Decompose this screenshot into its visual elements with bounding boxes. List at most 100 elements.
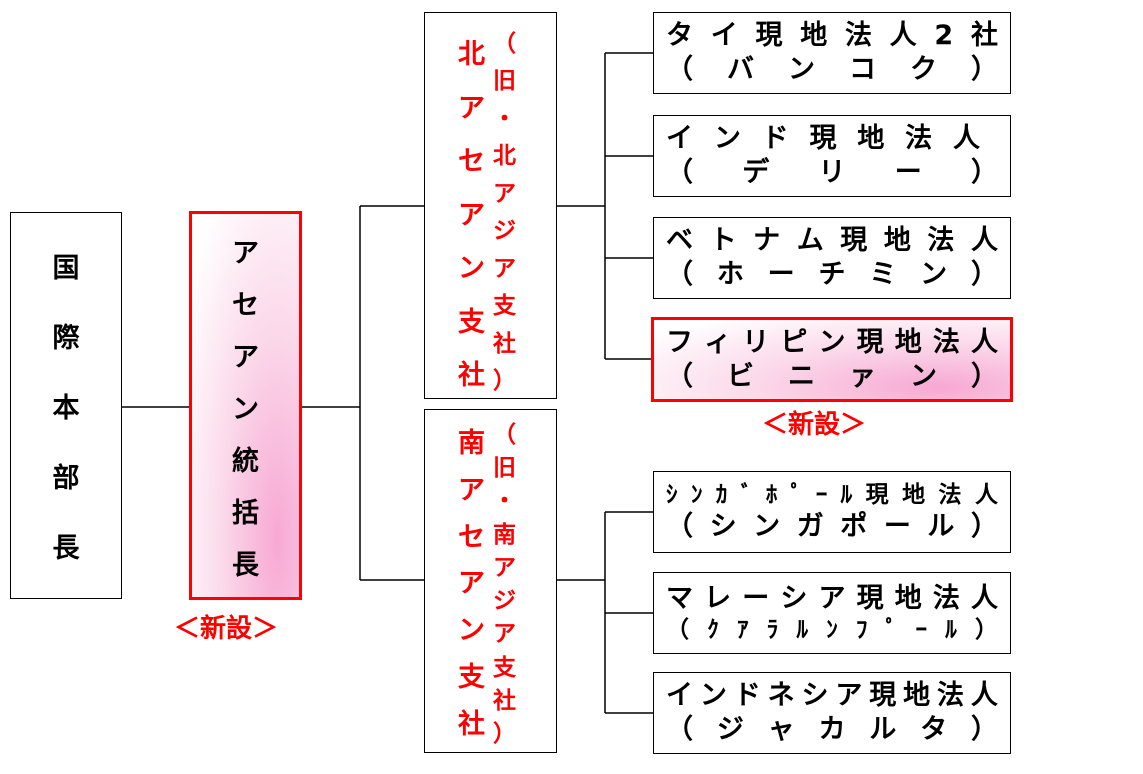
text-char: （ [666, 54, 693, 85]
south-branch-name: 南アセアン支社 [458, 430, 485, 738]
text-char: 現 [840, 225, 868, 257]
vertical-char: 支 [458, 306, 485, 338]
text-char: ニ [788, 360, 815, 392]
text-char: 法 [932, 326, 960, 358]
text-char: タ [666, 20, 693, 52]
subsidiary-indonesia: インドネシア現地法人 （ジャカルタ） [653, 672, 1011, 754]
north-branch-name: 北アセアン支社 [458, 41, 485, 389]
vertical-char: ア [232, 238, 259, 269]
vertical-char: ン [232, 394, 259, 425]
text-char: ネ [767, 680, 795, 712]
text-char: ー [883, 510, 911, 542]
text-char: ガ [796, 510, 824, 542]
text-char: ィ [704, 326, 732, 358]
text-char: 現 [856, 326, 884, 358]
subsidiary-city: （ジャカルタ） [666, 713, 998, 747]
text-char: 法 [844, 20, 872, 52]
text-char: ｰ [815, 481, 828, 508]
text-char: ﾗ [766, 616, 779, 643]
vertical-char: セ [458, 521, 485, 553]
vertical-char: 長 [232, 550, 259, 581]
text-char: 人 [974, 481, 998, 508]
asean-head-new-tag: ＜新設＞ [173, 614, 278, 644]
vertical-char: 国 [52, 253, 80, 284]
text-char: タ [920, 714, 948, 745]
text-char: ャ [767, 714, 795, 745]
text-char: リ [742, 326, 770, 358]
vertical-char: 北 [458, 39, 485, 70]
text-char: ベ [666, 225, 693, 257]
text-char: 現 [856, 582, 884, 614]
text-char: ﾝ [826, 616, 838, 643]
subsidiary-vietnam: ベトナム現地法人 （ホーチミン） [653, 217, 1011, 299]
subsidiary-name: ｼﾝｶﾞﾎﾟｰﾙ現地法人 [666, 481, 998, 510]
vertical-char: 支 [458, 662, 485, 694]
subsidiary-city: （デリー） [666, 156, 998, 190]
subsidiary-city: （ｸｱﾗﾙﾝﾌﾟｰﾙ） [666, 616, 998, 645]
text-char: 人 [970, 680, 998, 712]
text-char: ン [920, 259, 948, 290]
subsidiary-city: （シンガポール） [666, 510, 998, 544]
text-char: バ [727, 54, 754, 85]
text-char: ル [927, 510, 955, 542]
subsidiary-name: インドネシア現地法人 [666, 679, 998, 713]
vertical-char: ア [493, 621, 516, 648]
text-char: 地 [883, 225, 911, 257]
text-char: 法 [937, 680, 964, 712]
text-char: ｶ [715, 481, 728, 508]
vertical-char: ） [493, 367, 516, 394]
vertical-char: ・ [493, 488, 516, 515]
north-branch-box: 北アセアン支社 （旧・北アジア支社） [424, 12, 557, 399]
vertical-char: ア [493, 554, 516, 581]
hq-box: 国際本部長 [10, 212, 122, 599]
text-char: フ [666, 326, 693, 358]
text-char: （ [666, 259, 693, 290]
vertical-char: セ [232, 290, 259, 321]
vertical-char: ア [232, 342, 259, 373]
subsidiary-india: インド現地法人 （デリー） [653, 115, 1011, 197]
text-char: ） [971, 360, 998, 392]
vertical-char: 南 [458, 428, 485, 459]
text-char: ン [699, 680, 727, 712]
subsidiary-name: マレーシア現地法人 [666, 582, 998, 616]
text-char: ﾌ [856, 616, 868, 643]
text-char: シ [801, 680, 829, 712]
vertical-char: 旧 [493, 68, 516, 95]
text-char: ン [910, 360, 937, 392]
text-char: リ [818, 157, 846, 188]
text-char: ア [835, 680, 863, 712]
text-char: ン [818, 326, 846, 358]
text-char: ﾙ [840, 481, 853, 508]
vertical-char: （ [493, 422, 516, 448]
text-char: ン [713, 123, 741, 155]
text-char: ド [733, 680, 761, 712]
text-char: ー [742, 582, 770, 614]
text-char: ﾎ [765, 481, 778, 508]
text-char: 人 [970, 225, 998, 257]
subsidiary-name: インド現地法人 [666, 122, 998, 156]
text-char: ｼ [666, 481, 678, 508]
text-char: ト [709, 225, 737, 257]
text-char: シ [709, 510, 737, 542]
text-char: ク [910, 54, 937, 85]
philippines-new-tag: ＜新設＞ [761, 410, 866, 440]
vertical-char: 部 [52, 463, 80, 494]
text-char: 人 [952, 123, 980, 155]
vertical-char: ア [493, 255, 516, 282]
text-char: ） [970, 510, 998, 542]
text-char: ー [894, 157, 922, 188]
text-char: 地 [894, 326, 922, 358]
text-char: ） [970, 714, 998, 745]
vertical-char: 支 [493, 293, 516, 320]
vertical-char: 社 [458, 360, 485, 391]
text-char: （ [666, 714, 693, 745]
text-char: 現 [869, 680, 897, 712]
vertical-char: 括 [232, 498, 259, 529]
vertical-char: 支 [493, 654, 516, 681]
text-char: イ [666, 123, 693, 155]
subsidiary-name: フィリピン現地法人 [666, 326, 998, 360]
vertical-char: ン [458, 253, 485, 284]
text-char: カ [818, 714, 846, 745]
